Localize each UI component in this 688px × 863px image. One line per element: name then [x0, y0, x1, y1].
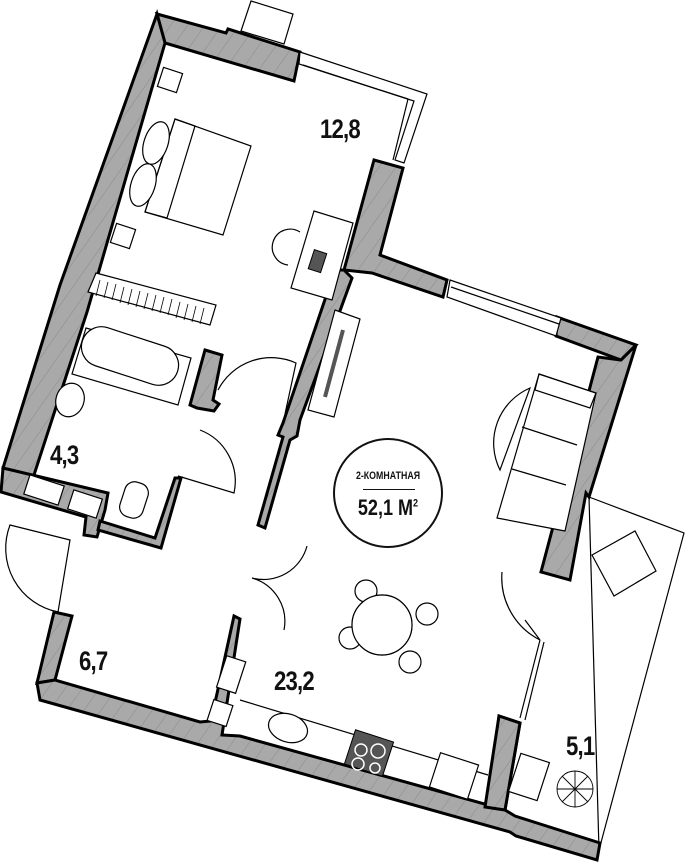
wall-living-top-right: [554, 314, 639, 362]
room-area-bathroom: 4,3: [50, 440, 79, 470]
door-living: [251, 545, 308, 631]
armchair: [591, 530, 657, 597]
closet-hall-1: [215, 654, 247, 695]
rug: [493, 386, 532, 472]
bedroom-window: [298, 51, 428, 164]
living-window: [446, 279, 562, 337]
sink: [55, 382, 85, 418]
wall-balcony-partition: [483, 714, 522, 812]
nightstand-top: [156, 66, 184, 94]
balcony-outline: [588, 496, 685, 851]
room-area-balcony: 5,1: [566, 731, 595, 761]
room-area-bedroom: 12,8: [320, 114, 361, 144]
wall-wc-right: [96, 476, 183, 550]
door-balcony: [501, 571, 541, 641]
wall-hall-left: [35, 610, 74, 685]
wall-bedroom-right: [342, 158, 449, 299]
closet-2: [66, 489, 104, 519]
rooms-count-label: 2-КОМНАТНАЯ: [355, 470, 421, 482]
closet-1: [23, 474, 65, 506]
wall-bath-right: [188, 348, 224, 413]
cooktop: [343, 729, 395, 777]
chair: [271, 228, 301, 266]
door-bedroom: [177, 429, 236, 494]
toilet: [119, 481, 149, 519]
door-bath: [217, 357, 297, 415]
nightstand-bottom: [109, 222, 137, 250]
closet-hall-2: [206, 698, 234, 728]
badge-divider: [363, 489, 415, 490]
total-area-label: 52,1 М2: [357, 495, 419, 520]
wardrobe: [87, 272, 217, 326]
apartment-summary-badge: 2-КОМНАТНАЯ 52,1 М2: [333, 438, 443, 548]
plant-icon: [556, 770, 594, 808]
room-area-hallway: 6,7: [79, 646, 108, 676]
wall-left: [1, 9, 167, 480]
fridge-niche: [428, 751, 480, 801]
kitchen-sink: [267, 712, 309, 744]
door-entrance: [5, 524, 71, 613]
vent-box: [240, 0, 294, 45]
room-area-living-kitchen: 23,2: [274, 666, 315, 696]
balcony-cabinet: [507, 752, 551, 802]
